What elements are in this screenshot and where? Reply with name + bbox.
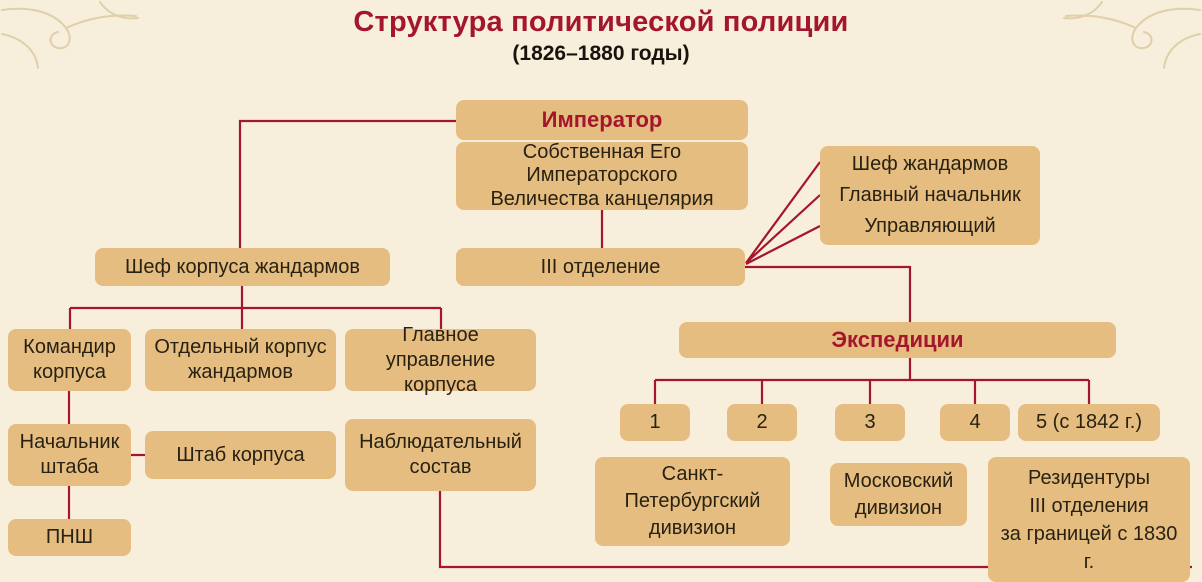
node-third-department: III отделение xyxy=(456,248,745,286)
line-emperor-to-corps-chief xyxy=(238,119,456,248)
line-third-department-to-expeditions xyxy=(745,265,912,322)
node-expedition-5: 5 (с 1842 г.) xyxy=(1018,404,1160,441)
lines-corps-chief-branch xyxy=(68,286,443,329)
node-foreign-residencies: Резидентуры III отделения за границей с … xyxy=(988,457,1190,582)
node-expedition-4: 4 xyxy=(940,404,1010,441)
node-corps-commander: Командир корпуса xyxy=(8,329,131,391)
node-expedition-2: 2 xyxy=(727,404,797,441)
corner-ornament-top-right xyxy=(1063,1,1201,69)
node-emperor: Император xyxy=(456,100,748,140)
page-title: Структура политической полиции xyxy=(353,6,849,38)
node-staff-chief: Начальник штаба xyxy=(8,424,131,486)
node-surveillance-staff: Наблюдательный состав xyxy=(345,419,536,491)
node-imperial-chancery: Собственная Его Императорского Величеств… xyxy=(456,141,748,210)
node-expedition-1: 1 xyxy=(620,404,690,441)
node-main-directorate: Главное управление корпуса xyxy=(345,324,536,396)
node-expedition-3: 3 xyxy=(835,404,905,441)
node-spb-division: Санкт- Петербургский дивизион xyxy=(595,457,790,546)
node-moscow-division: Московский дивизион xyxy=(830,463,967,526)
node-separate-gendarme-corps: Отдельный корпус жандармов xyxy=(145,329,336,391)
lines-third-department-to-gendarme-chiefs xyxy=(745,161,821,265)
node-gendarme-chiefs: Шеф жандармов Главный начальник Управляю… xyxy=(820,146,1040,245)
node-expeditions: Экспедиции xyxy=(679,322,1116,358)
line-surveillance-bottom xyxy=(438,491,1192,569)
corner-ornament-top-left xyxy=(1,1,139,69)
lines-expeditions-branch xyxy=(653,358,1091,404)
node-pnsh: ПНШ xyxy=(8,519,131,556)
page-subtitle: (1826–1880 годы) xyxy=(512,42,690,65)
node-corps-staff: Штаб корпуса xyxy=(145,431,336,479)
node-corps-chief: Шеф корпуса жандармов xyxy=(95,248,390,286)
